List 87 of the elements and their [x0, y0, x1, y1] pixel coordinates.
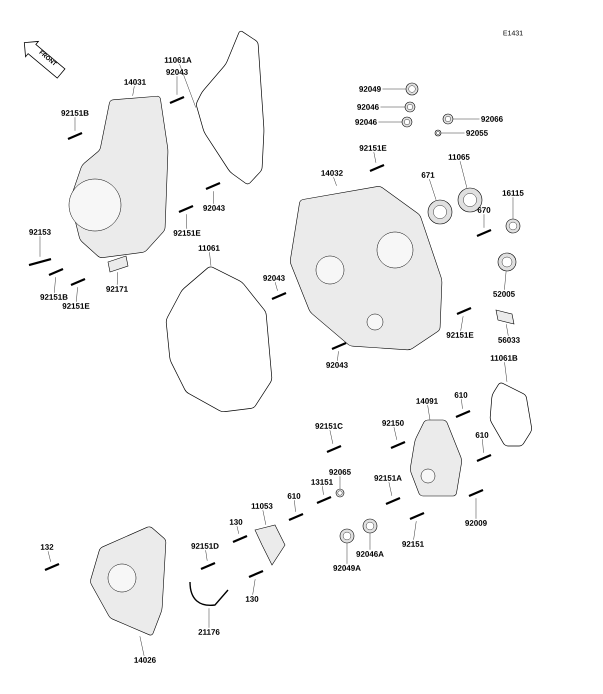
leader-line [504, 271, 506, 290]
bolt-drawing [326, 445, 342, 454]
ring-drawing [498, 252, 516, 272]
leader-line [274, 282, 278, 291]
ring-drawing [362, 518, 378, 534]
bolt-drawing [206, 182, 220, 190]
leader-line [322, 486, 324, 495]
leader-line [208, 608, 210, 628]
bolt-drawing [386, 497, 400, 506]
leader-line [116, 272, 118, 285]
ring-drawing [404, 102, 416, 112]
ring-drawing [506, 218, 520, 234]
ring-drawing [406, 82, 418, 96]
ring-drawing [402, 116, 412, 128]
leader-line [330, 430, 334, 444]
leader-line [413, 521, 416, 540]
gasket-drawing [490, 382, 532, 446]
gasket-drawing [196, 30, 264, 184]
leader-line [205, 550, 208, 561]
leader-line [209, 252, 212, 266]
bolt-drawing [468, 489, 484, 498]
bolt-drawing [456, 410, 470, 418]
bolt-drawing [200, 562, 216, 570]
bolt-drawing [28, 258, 52, 266]
leader-line [346, 543, 348, 564]
part-drawing [108, 256, 128, 272]
leader-line [236, 526, 239, 534]
leader-line [54, 277, 56, 293]
leader-line [132, 86, 134, 96]
bolt-drawing [316, 496, 332, 504]
leader-line [506, 324, 508, 336]
leader-line [427, 405, 430, 420]
leader-line [504, 362, 508, 382]
leader-line [441, 132, 465, 134]
leader-line [262, 510, 266, 525]
leader-line [453, 118, 480, 120]
ring-drawing [340, 528, 354, 544]
bolt-drawing [410, 512, 424, 520]
bolt-drawing [476, 229, 492, 238]
leader-line [512, 197, 514, 219]
leader-line [176, 76, 178, 95]
leader-line [333, 177, 337, 186]
part-drawing [496, 310, 514, 324]
bolt-drawing [370, 164, 384, 172]
leader-line [48, 551, 51, 562]
bolt-drawing [48, 268, 64, 276]
bolt-drawing [476, 454, 492, 462]
ring-drawing [428, 200, 452, 224]
ring-drawing [442, 114, 454, 124]
bolt-drawing [232, 535, 248, 544]
ring-drawing [434, 130, 442, 136]
leader-line [460, 316, 464, 331]
bolt-drawing [272, 292, 286, 300]
bolt-drawing [68, 132, 82, 140]
cover-drawing [90, 526, 166, 636]
hose-drawing [189, 582, 229, 606]
leader-line [382, 88, 406, 90]
leader-line [394, 427, 398, 440]
bolt-drawing [390, 441, 406, 450]
leader-line [482, 439, 484, 453]
leader-line [461, 399, 463, 409]
bolt-drawing [44, 563, 60, 571]
bolt-drawing [170, 96, 184, 104]
ring-drawing [336, 488, 344, 498]
cover-drawing [290, 186, 442, 350]
cover-drawing [410, 420, 462, 496]
leader-line [380, 106, 405, 108]
leader-line [294, 500, 296, 512]
bolt-drawing [332, 342, 346, 350]
leader-line [252, 579, 256, 595]
bolt-drawing [456, 307, 472, 316]
leader-line [179, 64, 196, 108]
leader-line [429, 179, 436, 200]
leader-line [76, 287, 78, 302]
part-drawing [254, 524, 286, 566]
leader-line [374, 152, 376, 163]
bolt-drawing [70, 278, 86, 286]
leader-line [140, 636, 144, 656]
leader-line [337, 351, 339, 361]
bolt-drawing [248, 570, 264, 578]
bolt-drawing [178, 205, 194, 214]
leader-line [388, 482, 392, 496]
leader-line [213, 191, 214, 204]
leader-line [186, 214, 188, 229]
leader-line [74, 117, 76, 131]
bolt-drawing [288, 513, 304, 522]
leader-line [460, 161, 468, 188]
